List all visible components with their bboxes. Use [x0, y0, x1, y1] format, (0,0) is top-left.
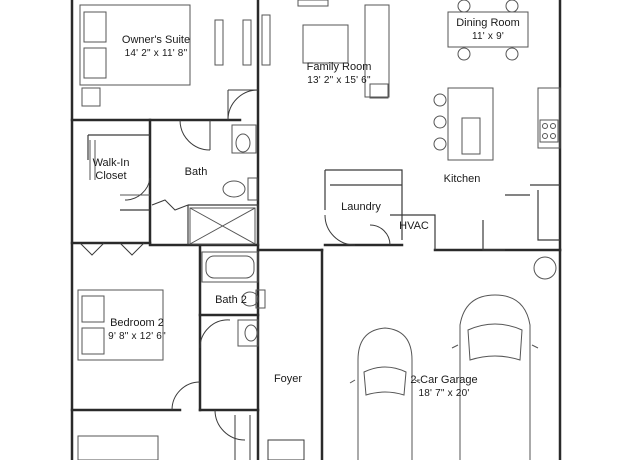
interior-partitions: [87, 134, 560, 251]
room-label-bath-2: Bath 2: [215, 294, 247, 307]
room-name: Walk-In Closet: [92, 157, 130, 182]
door-swings: [79, 89, 391, 441]
room-name: Kitchen: [443, 173, 481, 185]
room-label-walk-in-closet: Walk-In Closet: [81, 157, 141, 183]
room-name: Family Room: [306, 61, 372, 73]
room-name: Bath 2: [215, 294, 247, 306]
room-name: Owner's Suite: [121, 34, 191, 46]
bed-owners: [79, 4, 191, 107]
bath-fixtures: [189, 124, 557, 347]
room-label-hvac: HVAC: [399, 220, 429, 233]
room-label-laundry: Laundry: [341, 201, 381, 214]
entry-details: [234, 415, 305, 460]
room-dimensions: 13' 2" x 15' 6": [307, 75, 371, 86]
room-name: Bath: [184, 166, 208, 178]
dining-set: [447, 0, 529, 61]
car-left: [349, 327, 421, 460]
room-name: Laundry: [341, 201, 381, 213]
room-label-foyer: Foyer: [274, 373, 302, 386]
bed-2: [77, 289, 164, 460]
room-label-dining-room: Dining Room 11' x 9': [456, 17, 520, 43]
car-right: [451, 294, 539, 460]
room-label-bedroom-2: Bedroom 2 9' 8" x 12' 6": [108, 317, 166, 343]
room-name: 2-Car Garage: [410, 374, 478, 386]
room-label-garage: 2-Car Garage 18' 7" x 20': [410, 374, 477, 400]
closet-shelves: [89, 14, 271, 196]
room-name: Dining Room: [456, 17, 520, 29]
family-room-furniture: [297, 0, 390, 99]
room-dimensions: 14' 2" x 11' 8": [124, 48, 188, 59]
room-name: Bedroom 2: [110, 317, 164, 329]
room-dimensions: 18' 7" x 20': [418, 388, 470, 399]
room-label-family-room: Family Room 13' 2" x 15' 6": [307, 61, 372, 87]
kitchen-fixtures: [433, 87, 561, 161]
room-name: Foyer: [273, 373, 303, 385]
room-label-owners-suite: Owner's Suite 14' 2" x 11' 8": [122, 34, 190, 60]
room-name: HVAC: [399, 220, 429, 232]
room-dimensions: 9' 8" x 12' 6": [108, 331, 166, 342]
room-dimensions: 11' x 9': [472, 31, 504, 42]
room-label-kitchen: Kitchen: [444, 173, 481, 186]
room-label-bath: Bath: [185, 166, 208, 179]
